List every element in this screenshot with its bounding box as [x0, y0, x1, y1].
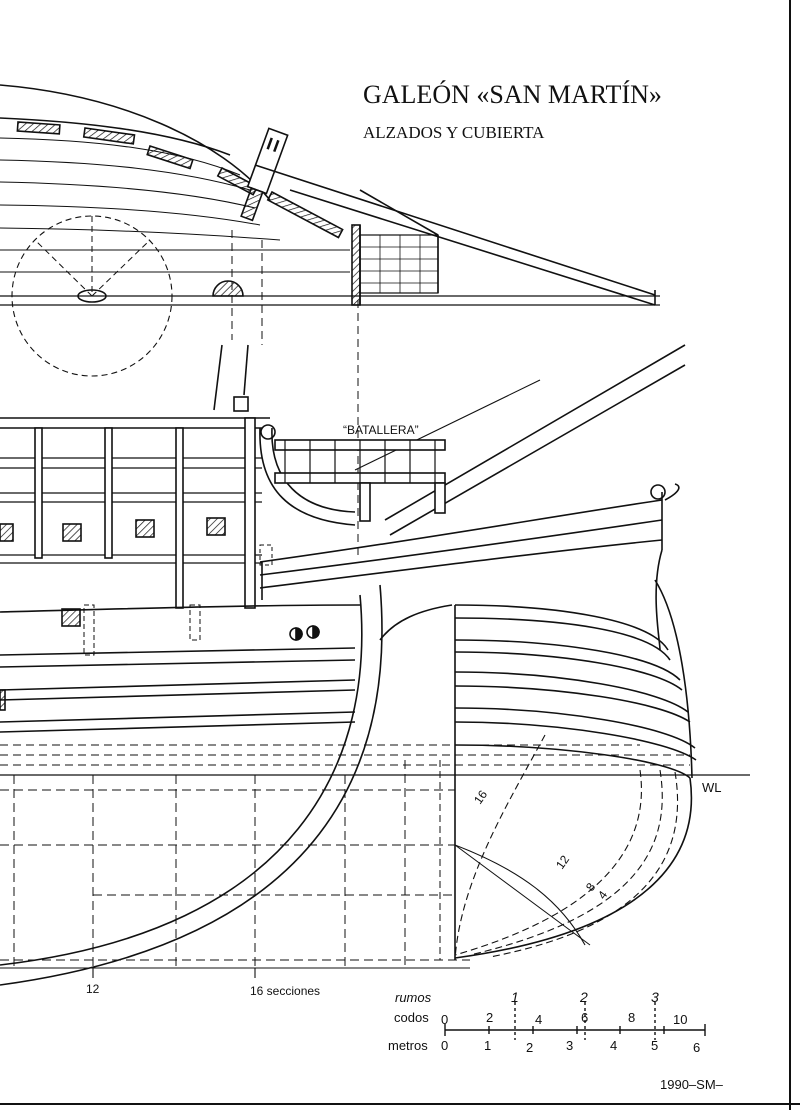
- codos-tick-2: 2: [486, 1010, 493, 1025]
- metros-tick-0: 0: [441, 1038, 448, 1053]
- rumos-tick-1: 1: [511, 989, 519, 1005]
- scale-metros-label: metros: [388, 1038, 428, 1053]
- side-elevation-view: [0, 344, 750, 986]
- batallera-label: “BATALLERA”: [343, 423, 419, 437]
- metros-tick-4: 4: [610, 1038, 617, 1053]
- drawing-subtitle: ALZADOS Y CUBIERTA: [363, 123, 545, 142]
- section-12-label: 12: [86, 982, 100, 996]
- drawing-title: GALEÓN «SAN MARTÍN»: [363, 80, 662, 109]
- sections-label: 16 secciones: [250, 984, 320, 998]
- metros-tick-6: 6: [693, 1040, 700, 1055]
- rumos-tick-2: 2: [579, 989, 588, 1005]
- scale-codos-label: codos: [394, 1010, 429, 1025]
- rumos-tick-3: 3: [651, 989, 659, 1005]
- signature: 1990–SM–: [660, 1077, 724, 1092]
- metros-tick-3: 3: [566, 1038, 573, 1053]
- curve-label-16: 16: [471, 787, 490, 806]
- scale-rumos-label: rumos: [395, 990, 432, 1005]
- codos-tick-4: 4: [535, 1012, 542, 1027]
- metros-tick-1: 1: [484, 1038, 491, 1053]
- scale-bar: [444, 1002, 706, 1040]
- codos-tick-10: 10: [673, 1012, 687, 1027]
- curve-label-12: 12: [553, 852, 572, 871]
- waterline-label: WL: [702, 780, 722, 795]
- metros-tick-2: 2: [526, 1040, 533, 1055]
- metros-tick-5: 5: [651, 1038, 658, 1053]
- codos-tick-8: 8: [628, 1010, 635, 1025]
- codos-tick-0: 0: [441, 1012, 448, 1027]
- curve-label-4: 4: [595, 888, 610, 902]
- codos-tick-6: 6: [581, 1010, 588, 1025]
- stern-deck-view: [0, 84, 660, 560]
